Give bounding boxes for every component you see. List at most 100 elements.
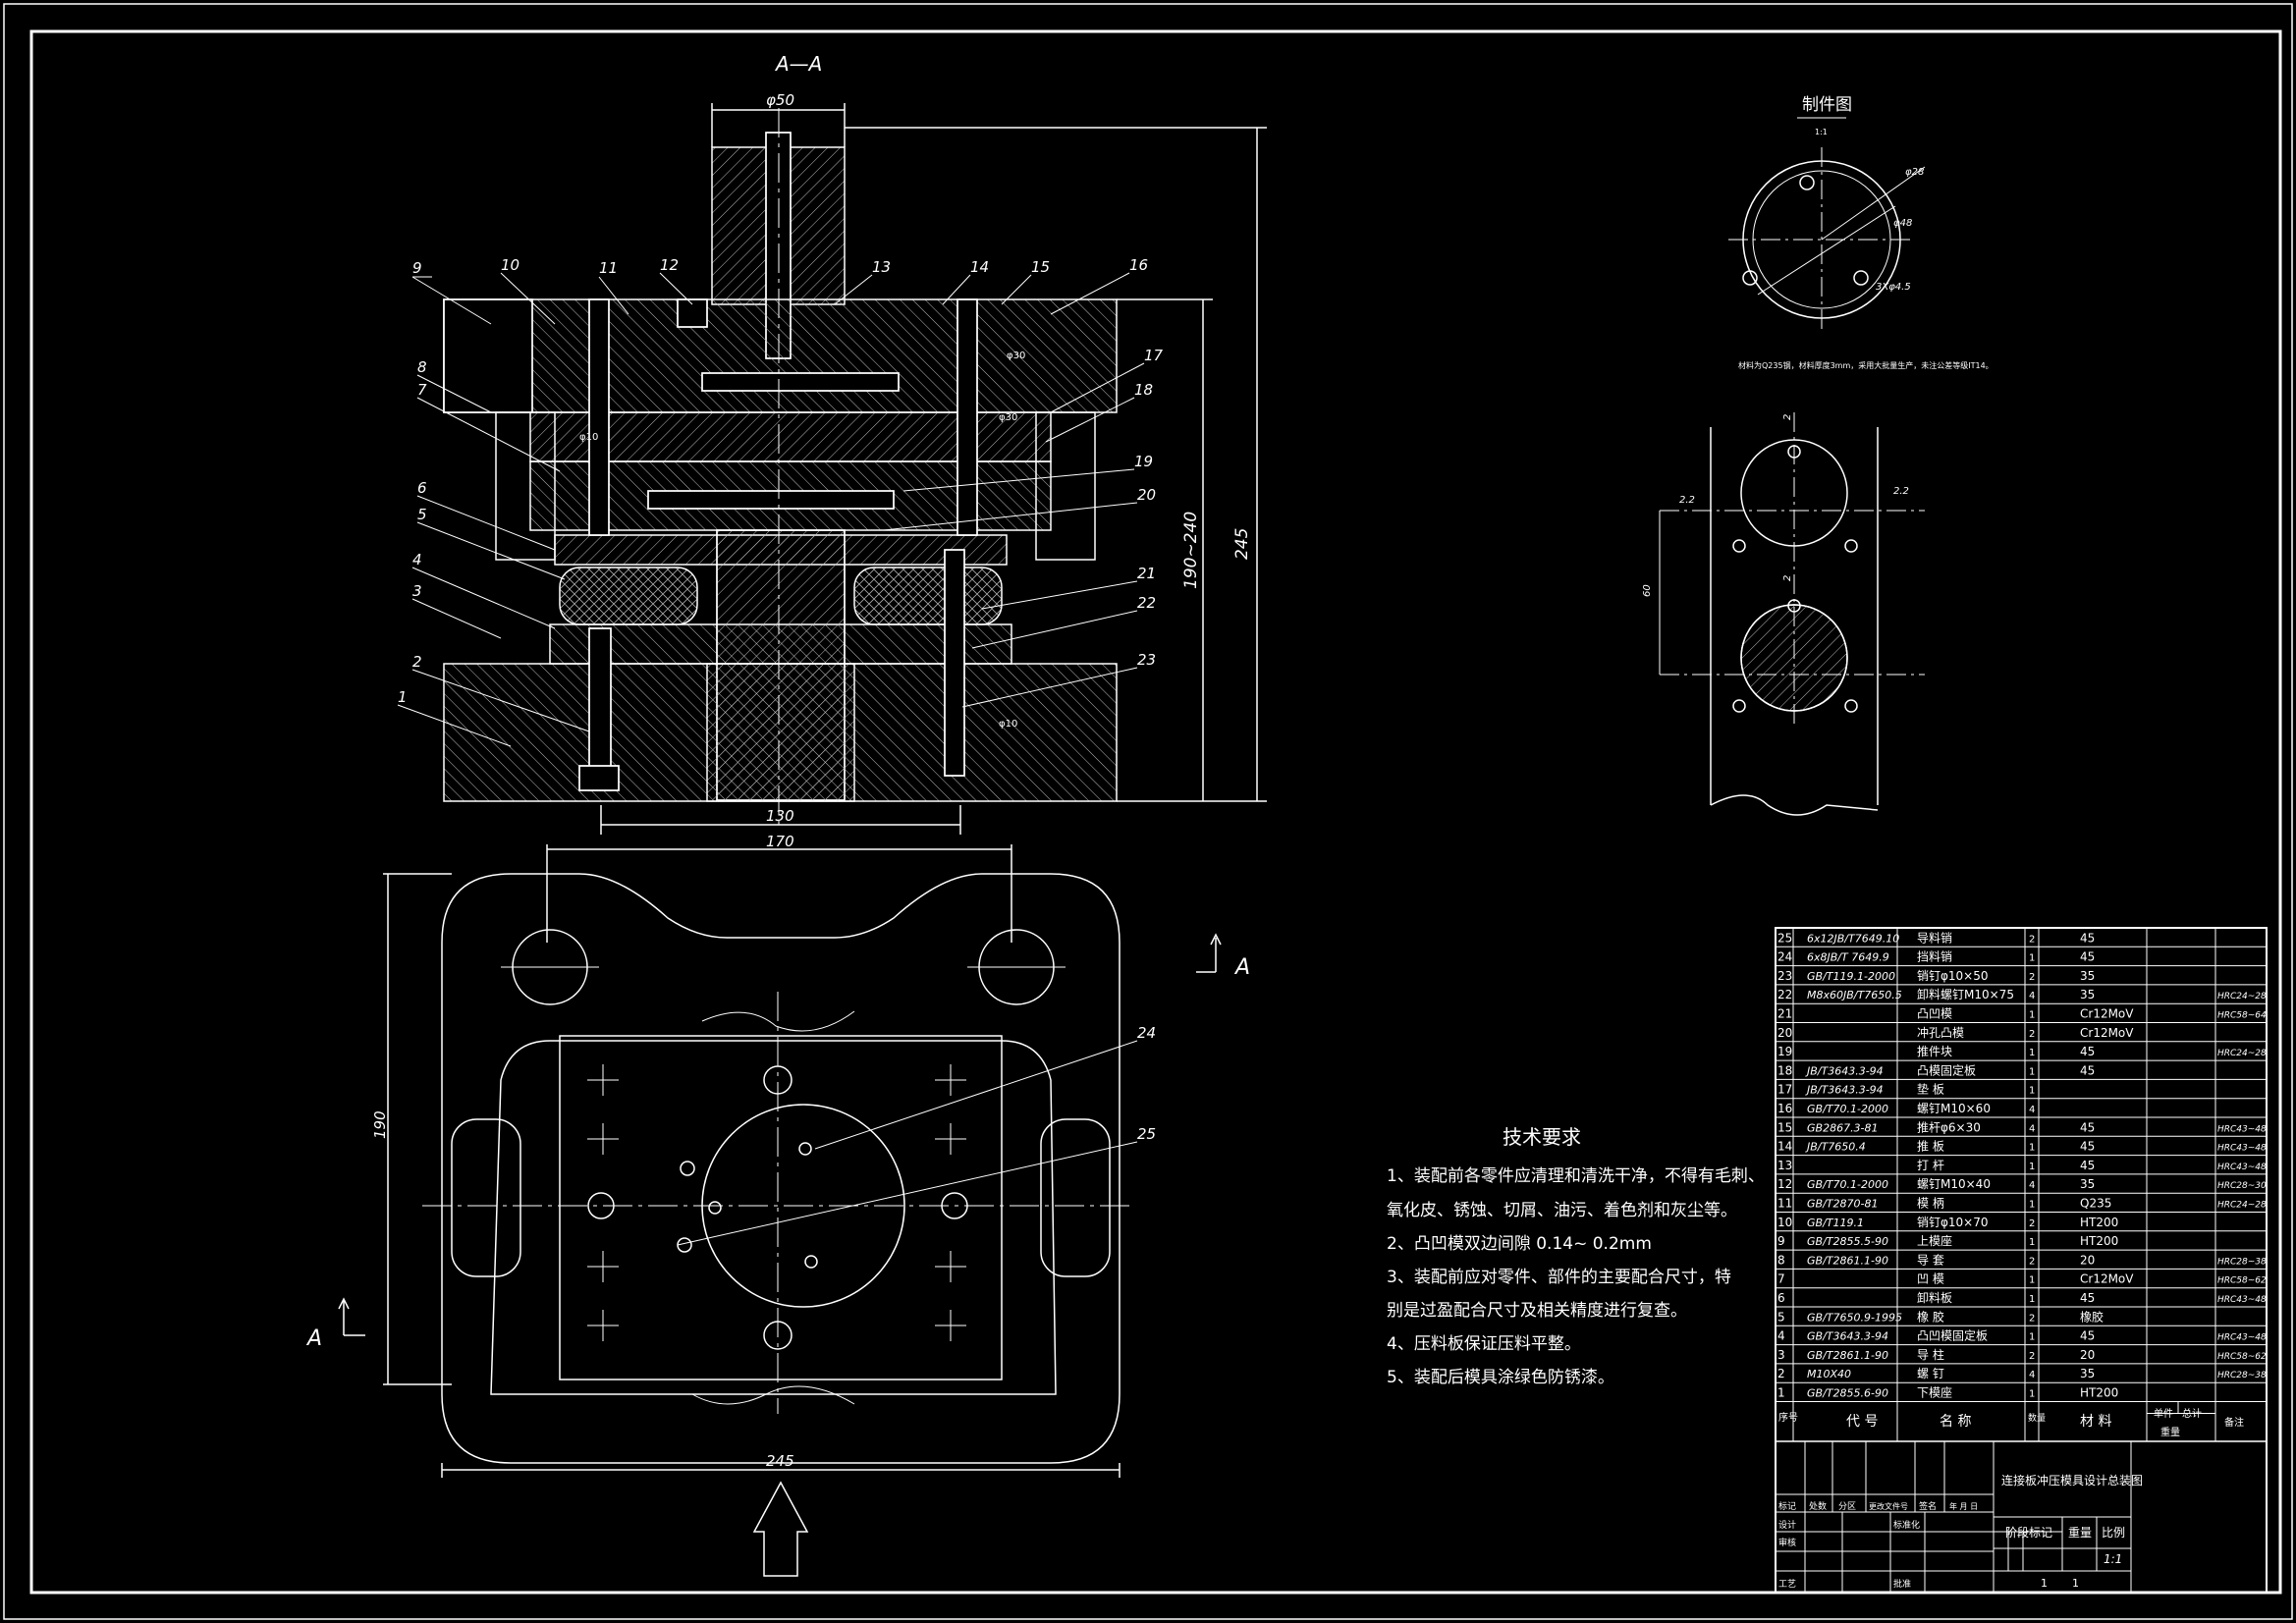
svg-text:9: 9 bbox=[412, 259, 422, 277]
bom-code: GB/T70.1-2000 bbox=[1807, 1178, 1888, 1191]
section-title: A—A bbox=[774, 52, 822, 76]
bom-code: GB/T2855.5-90 bbox=[1807, 1235, 1888, 1248]
svg-text:14: 14 bbox=[970, 258, 989, 276]
bom-material: 45 bbox=[2080, 1063, 2095, 1077]
svg-text:15: 15 bbox=[1031, 258, 1050, 276]
dim-190-240: 190~240 bbox=[1181, 512, 1201, 589]
tech-req-line-1: 1、装配前各零件应清理和清洗干净，不得有毛刺、 bbox=[1387, 1166, 1765, 1186]
ratio-value: 1:1 bbox=[2104, 1552, 2122, 1566]
ratio-label: 比例 bbox=[2102, 1526, 2125, 1540]
bom-qty: 1 bbox=[2029, 1200, 2035, 1211]
svg-text:8: 8 bbox=[417, 358, 427, 376]
balloon-19: 19 bbox=[902, 453, 1153, 492]
bom-no: 23 bbox=[1777, 969, 1792, 983]
bom-qty: 1 bbox=[2029, 1332, 2035, 1343]
weight-label: 重量 bbox=[2068, 1526, 2092, 1540]
bom-qty: 1 bbox=[2029, 953, 2035, 964]
bom-name: 螺钉M10×60 bbox=[1917, 1102, 1991, 1115]
bom-no: 18 bbox=[1777, 1063, 1792, 1077]
svg-text:17: 17 bbox=[1144, 347, 1164, 364]
bom-material: 45 bbox=[2080, 950, 2095, 964]
bom-qty: 2 bbox=[2029, 1313, 2035, 1324]
balloon-23: 23 bbox=[961, 651, 1156, 708]
bom-name: 螺钉M10×40 bbox=[1917, 1177, 1991, 1191]
svg-text:数量: 数量 bbox=[2028, 1412, 2046, 1424]
bom-name: 推 板 bbox=[1917, 1140, 1944, 1154]
balloon-15: 15 bbox=[1001, 258, 1050, 305]
bom-note: HRC43~48 bbox=[2217, 1333, 2267, 1343]
bom-no: 12 bbox=[1777, 1177, 1792, 1191]
part-drawing-scale: 1:1 bbox=[1815, 128, 1828, 136]
svg-text:名 称: 名 称 bbox=[1940, 1414, 1971, 1430]
bom-name: 螺 钉 bbox=[1917, 1367, 1944, 1380]
bom-qty: 1 bbox=[2029, 1086, 2035, 1097]
bom-no: 25 bbox=[1777, 931, 1792, 945]
balloon-16: 16 bbox=[1050, 256, 1148, 315]
svg-text:22: 22 bbox=[1137, 594, 1156, 612]
bom-code: GB/T2861.1-90 bbox=[1807, 1254, 1888, 1267]
title-block: 连接板冲压模具设计总装图 阶段标记 重量 比例 1:1 标记 处数 分区 更改文… bbox=[1776, 1440, 2267, 1593]
bom-material: 20 bbox=[2080, 1348, 2095, 1362]
part-drawing-note: 材料为Q235钢，材料厚度3mm，采用大批量生产，未注公差等级IT14。 bbox=[1738, 360, 1994, 370]
bom-no: 10 bbox=[1777, 1216, 1792, 1229]
svg-text:2: 2 bbox=[412, 653, 422, 671]
bom-qty: 4 bbox=[2029, 1105, 2035, 1115]
bom-code: GB/T119.1 bbox=[1807, 1217, 1864, 1229]
dim-strip-2-mid: 2 bbox=[1782, 575, 1793, 581]
bom-code: JB/T7650.4 bbox=[1805, 1141, 1866, 1154]
bom-name: 推件块 bbox=[1917, 1045, 1952, 1058]
bom-code: GB/T119.1-2000 bbox=[1807, 970, 1895, 983]
tb-change-doc: 更改文件号 bbox=[1869, 1501, 1908, 1511]
dim-strip-2-2-right: 2.2 bbox=[1893, 486, 1909, 497]
section-marker-left bbox=[338, 1297, 365, 1336]
balloon-11: 11 bbox=[598, 259, 629, 315]
tb-count: 处数 bbox=[1809, 1500, 1827, 1512]
bom-material: HT200 bbox=[2080, 1216, 2118, 1229]
balloon-25: 25 bbox=[677, 1125, 1156, 1246]
section-marker-right bbox=[1196, 933, 1222, 973]
balloon-8: 8 bbox=[416, 358, 492, 413]
bom-material: 35 bbox=[2080, 1177, 2095, 1191]
bom-material: 45 bbox=[2080, 931, 2095, 945]
balloon-3: 3 bbox=[411, 582, 502, 639]
bom-name: 凸凹模 bbox=[1917, 1007, 1952, 1021]
bom-material: 45 bbox=[2080, 1291, 2095, 1305]
section-label-a-left: A bbox=[305, 1326, 322, 1351]
bom-qty: 1 bbox=[2029, 1389, 2035, 1400]
bom-code: M10X40 bbox=[1807, 1368, 1851, 1380]
bom-name: 橡 胶 bbox=[1917, 1309, 1944, 1324]
section-label-a-right: A bbox=[1233, 955, 1250, 980]
dim-pitch: 60 bbox=[1642, 584, 1653, 597]
bom-code: M8x60JB/T7650.5 bbox=[1807, 989, 1902, 1001]
bom-qty: 2 bbox=[2029, 1218, 2035, 1229]
balloon-21: 21 bbox=[981, 565, 1156, 610]
balloon-2: 2 bbox=[411, 653, 590, 732]
bom-name: 下模座 bbox=[1917, 1385, 1952, 1400]
svg-text:23: 23 bbox=[1137, 651, 1156, 669]
svg-text:25: 25 bbox=[1137, 1125, 1156, 1143]
tb-sign: 签名 bbox=[1919, 1500, 1937, 1512]
plan-view: 170 190 245 A A bbox=[305, 833, 1250, 1577]
bom-code: 6x12JB/T7649.10 bbox=[1807, 932, 1899, 945]
svg-text:1: 1 bbox=[398, 688, 408, 706]
dim-phi10-b: φ10 bbox=[999, 719, 1017, 730]
svg-text:7: 7 bbox=[417, 381, 427, 399]
tech-req-line-3: 2、凸凹模双边间隙 0.14~ 0.2mm bbox=[1387, 1234, 1652, 1254]
dim-245-height: 245 bbox=[1232, 528, 1252, 560]
bom-material: Cr12MoV bbox=[2080, 1272, 2134, 1286]
bom-note: HRC43~48 bbox=[2217, 1295, 2267, 1305]
bom-material: Cr12MoV bbox=[2080, 1026, 2134, 1040]
dim-phi28: φ28 bbox=[1905, 167, 1924, 178]
bom-name: 上模座 bbox=[1917, 1233, 1952, 1248]
bom-note: HRC58~64 bbox=[2217, 1011, 2267, 1021]
